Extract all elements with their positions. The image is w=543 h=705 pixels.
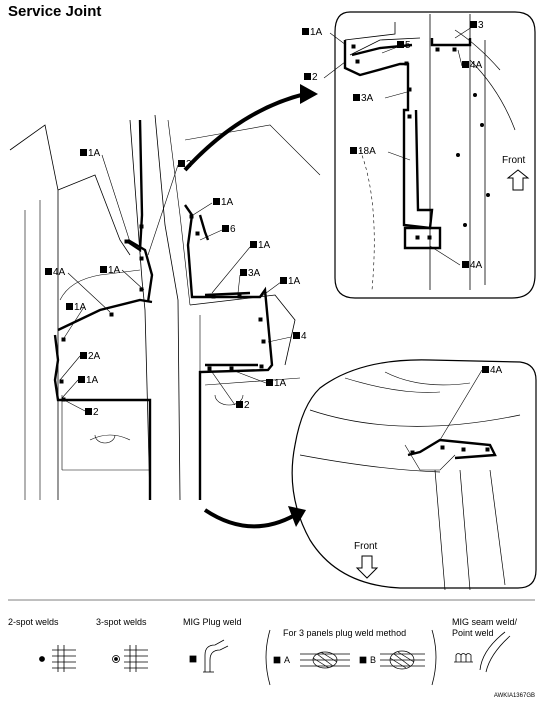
square-icon (80, 352, 87, 359)
front-label-top: Front (502, 155, 526, 166)
legend-two-spot-symbol (39, 645, 76, 672)
square-icon (280, 277, 287, 284)
leader-lines-top (323, 26, 473, 266)
callout-1A: 1A (213, 197, 233, 208)
square-icon (250, 241, 257, 248)
square-icon (236, 401, 243, 408)
legend-method-a-label: A (284, 655, 291, 665)
legend-mig-seam-label: MIG seam weld/Point weld (452, 617, 517, 639)
square-icon (482, 366, 489, 373)
callout-1A: 1A (280, 276, 300, 287)
callout-2: 2 (304, 72, 318, 83)
callout-4A: 4A (482, 365, 502, 376)
square-icon (66, 303, 73, 310)
body-side-drawing (9, 114, 321, 501)
square-icon (293, 332, 300, 339)
callout-4A: 4A (462, 60, 482, 71)
legend-two-spot-label: 2-spot welds (8, 617, 59, 627)
square-icon (213, 198, 220, 205)
callout-1A: 1A (250, 240, 270, 251)
square-icon (266, 379, 273, 386)
detail-view-top (334, 11, 536, 299)
callout-3A: 3A (240, 268, 260, 279)
legend-three-panels-label: For 3 panels plug weld method (283, 628, 407, 638)
square-icon (78, 376, 85, 383)
callout-2: 2 (236, 400, 250, 411)
callout-3A: 3A (353, 93, 373, 104)
figure-code: AWKIA1367GB (493, 693, 535, 699)
arrow-to-bottom-detail (203, 508, 296, 529)
leader-lines-main (59, 154, 292, 413)
legend-mig-seam-line1: MIG seam weld/ (452, 617, 518, 627)
callout-2A: 2A (80, 351, 100, 362)
square-icon (80, 149, 87, 156)
square-icon (178, 160, 185, 167)
legend-three-spot-label: 3-spot welds (96, 617, 147, 627)
callout-5: 5 (397, 40, 411, 51)
square-icon (470, 21, 477, 28)
callout-18A: 18A (350, 146, 376, 157)
arrow-to-top-detail (183, 92, 306, 172)
legend-method-a-symbol (273, 651, 350, 669)
square-icon (462, 261, 469, 268)
square-icon (302, 28, 309, 35)
square-icon (85, 408, 92, 415)
callout-4: 4 (293, 331, 307, 342)
square-icon (240, 269, 247, 276)
legend-mig-seam-line2: Point weld (452, 628, 494, 638)
callout-1A: 1A (266, 378, 286, 389)
front-label-bottom: Front (354, 541, 378, 552)
callout-6: 6 (222, 224, 236, 235)
legend-method-b-label: B (370, 655, 377, 665)
front-arrow-up-icon (506, 169, 530, 191)
page-title: Service Joint (8, 3, 102, 20)
square-icon (397, 41, 404, 48)
square-icon (353, 94, 360, 101)
legend-method-b-symbol (359, 650, 425, 670)
callout-2: 2 (178, 159, 192, 170)
detail-view-bottom (291, 359, 537, 591)
square-icon (462, 61, 469, 68)
legend-mig-plug-label: MIG Plug weld (183, 617, 242, 627)
square-icon (100, 266, 107, 273)
square-icon (304, 73, 311, 80)
callout-1A: 1A (78, 375, 98, 386)
callout-4A: 4A (45, 267, 65, 278)
callout-1A: 1A (302, 27, 322, 38)
legend-three-spot-symbol (112, 645, 148, 672)
callout-1A: 1A (80, 148, 100, 159)
square-icon (222, 225, 229, 232)
callout-1A: 1A (100, 265, 120, 276)
callout-3: 3 (470, 20, 484, 31)
legend-mig-plug-symbol (189, 639, 229, 673)
square-icon (350, 147, 357, 154)
callout-2: 2 (85, 407, 99, 418)
legend-bracket (265, 629, 437, 686)
legend-mig-seam-symbol (454, 631, 511, 673)
callout-1A: 1A (66, 302, 86, 313)
callout-4A: 4A (462, 260, 482, 271)
front-arrow-down-icon (355, 555, 379, 579)
square-icon (45, 268, 52, 275)
